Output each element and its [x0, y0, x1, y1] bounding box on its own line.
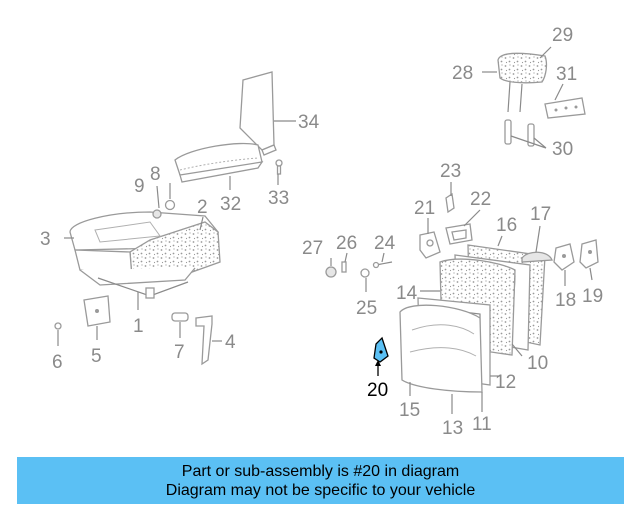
callout-6: 6 [52, 352, 63, 373]
banner-line-2: Diagram may not be specific to your vehi… [165, 481, 476, 499]
part-6-pin [54, 322, 62, 330]
part-18-bracket [553, 243, 575, 271]
callout-26: 26 [336, 233, 357, 254]
callout-3: 3 [40, 229, 51, 250]
info-banner: Part or sub-assembly is #20 in diagram D… [17, 457, 624, 504]
callout-30: 30 [552, 139, 573, 160]
part-24-bolt [372, 261, 393, 269]
callout-16: 16 [496, 215, 517, 236]
callout-32: 32 [220, 194, 241, 215]
part-15-back-cushion [399, 304, 483, 393]
callout-25: 25 [356, 298, 377, 319]
banner-line-1: Part or sub-assembly is #20 in diagram [181, 462, 460, 480]
callout-33: 33 [268, 188, 289, 209]
part-5-cover [83, 295, 111, 327]
callout-1: 1 [133, 316, 144, 337]
part-33-pin [275, 159, 283, 175]
callout-34: 34 [298, 112, 320, 133]
callout-17: 17 [530, 204, 551, 225]
callout-20[interactable]: 20 [367, 380, 388, 401]
part-25-nut [360, 268, 370, 278]
part-20-highlighted[interactable] [373, 336, 389, 363]
callout-27: 27 [302, 238, 323, 259]
callout-19: 19 [582, 286, 603, 307]
callout-13: 13 [442, 418, 463, 439]
part-29-headrest [497, 52, 548, 113]
leader-lines [57, 46, 593, 414]
seat-parts-diagram: 1 2 3 4 5 6 7 8 9 10 11 12 13 14 15 16 1… [40, 25, 603, 439]
callout-15: 15 [399, 400, 420, 421]
callout-10: 10 [527, 353, 548, 374]
part-34-back-panel [239, 71, 277, 156]
part-32-cushion-pad [174, 142, 264, 183]
part-23-clip [445, 192, 455, 214]
callout-31: 31 [556, 64, 577, 85]
part-2-seat-cushion [69, 211, 221, 299]
part-31-headrest-guide [544, 97, 586, 119]
part-9-washer [152, 209, 162, 219]
callout-9: 9 [134, 176, 145, 197]
callout-7: 7 [174, 342, 185, 363]
part-21-hinge [419, 231, 441, 259]
callout-14: 14 [396, 283, 418, 304]
callout-22: 22 [470, 189, 491, 210]
part-17-cap [521, 251, 553, 263]
callout-5: 5 [91, 346, 102, 367]
callout-21: 21 [414, 198, 435, 219]
callout-29: 29 [552, 25, 573, 46]
part-19-bracket [579, 239, 599, 269]
callout-28: 28 [452, 63, 473, 84]
callout-labels: 1 2 3 4 5 6 7 8 9 10 11 12 13 14 15 16 1… [40, 25, 603, 439]
callout-18: 18 [555, 290, 576, 311]
part-7-bushing [171, 312, 189, 322]
callout-23: 23 [440, 161, 461, 182]
part-22-latch-cover [445, 223, 473, 245]
callout-11: 11 [472, 414, 492, 435]
callout-8: 8 [150, 164, 161, 185]
part-8-nut [164, 199, 176, 211]
callout-4: 4 [225, 332, 236, 353]
callout-24: 24 [374, 233, 396, 254]
callout-2: 2 [197, 197, 208, 218]
part-4-bracket [195, 315, 213, 366]
callout-12: 12 [495, 372, 516, 393]
part-26-pin [341, 261, 347, 273]
part-27-washer [325, 266, 337, 278]
part-30-guide-sleeves [504, 119, 535, 147]
